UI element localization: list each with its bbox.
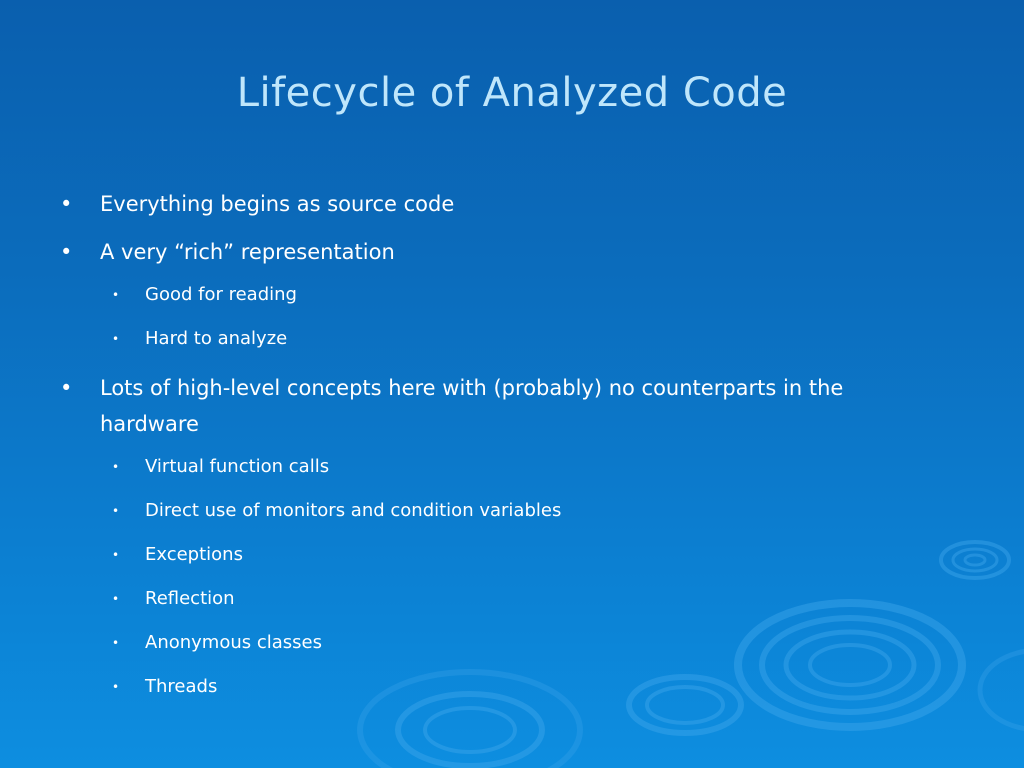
sub-bullet-text: Hard to analyze <box>145 328 288 349</box>
sub-bullet-dot-icon: • <box>112 504 120 518</box>
sub-bullet-dot-icon: • <box>112 592 120 606</box>
sub-bullet-item: • Hard to analyze <box>60 326 940 352</box>
slide-title: Lifecycle of Analyzed Code <box>236 70 788 116</box>
sub-bullet-item: • Direct use of monitors and condition v… <box>60 498 940 524</box>
sub-bullet-text: Anonymous classes <box>145 632 322 653</box>
sub-bullet-text: Threads <box>145 676 218 697</box>
sub-bullet-item: • Virtual function calls <box>60 454 940 480</box>
bullet-dot-icon: • <box>60 240 73 264</box>
sub-bullet-item: • Anonymous classes <box>60 630 940 656</box>
bullet-text: A very “rich” representation <box>100 240 395 264</box>
sub-bullet-item: • Exceptions <box>60 542 940 568</box>
sub-bullet-text: Direct use of monitors and condition var… <box>145 500 562 521</box>
bullet-text: Everything begins as source code <box>100 192 455 216</box>
sub-bullet-dot-icon: • <box>112 680 120 694</box>
sub-bullet-text: Good for reading <box>145 284 297 305</box>
bullet-item: • Lots of high-level concepts here with … <box>60 370 940 442</box>
sub-bullet-text: Exceptions <box>145 544 243 565</box>
sub-bullet-dot-icon: • <box>112 548 120 562</box>
sub-bullet-item: • Good for reading <box>60 282 940 308</box>
bullet-item: • A very “rich” representation <box>60 234 940 270</box>
sub-bullet-text: Virtual function calls <box>145 456 330 477</box>
sub-bullet-item: • Reflection <box>60 586 940 612</box>
bullet-dot-icon: • <box>60 192 73 216</box>
sub-bullet-dot-icon: • <box>112 460 120 474</box>
sub-bullet-dot-icon: • <box>112 636 120 650</box>
sub-bullet-text: Reflection <box>145 588 235 609</box>
bullet-text: Lots of high-level concepts here with (p… <box>100 376 844 436</box>
sub-bullet-dot-icon: • <box>112 288 120 302</box>
bullet-list: • Everything begins as source code • A v… <box>60 186 940 718</box>
sub-bullet-item: • Threads <box>60 674 940 700</box>
bullet-dot-icon: • <box>60 376 73 400</box>
sub-bullet-dot-icon: • <box>112 332 120 346</box>
bullet-item: • Everything begins as source code <box>60 186 940 222</box>
